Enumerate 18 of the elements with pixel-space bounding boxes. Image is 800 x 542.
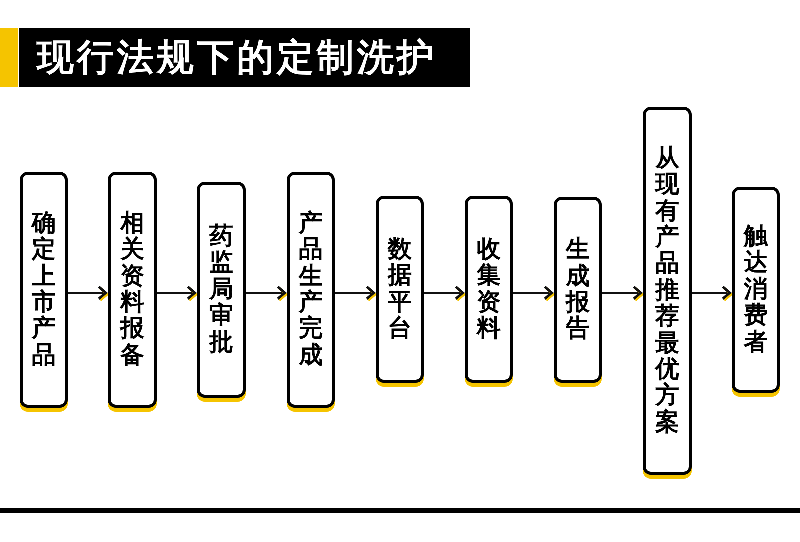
arrow	[68, 286, 109, 302]
arrow	[424, 286, 466, 302]
title-banner: 现行法规下的定制洗护	[19, 28, 470, 87]
step-label: 产品生产完成	[299, 210, 323, 370]
step-label: 数据平台	[388, 236, 412, 342]
arrow	[692, 286, 733, 302]
step-label: 确定上市产品	[32, 210, 56, 370]
arrow	[246, 286, 288, 302]
step-label: 相关资料报备	[120, 210, 144, 370]
arrow	[513, 286, 555, 302]
arrow	[335, 286, 377, 302]
step-label: 药监局审批	[210, 224, 234, 356]
arrow	[602, 286, 644, 302]
step-label: 生成报告	[566, 237, 590, 343]
step-label: 从现有产品推荐最优方案	[656, 146, 680, 436]
arrow	[157, 286, 198, 302]
step-label: 触达消费者	[744, 224, 768, 356]
step-label: 收集资料	[477, 236, 501, 342]
